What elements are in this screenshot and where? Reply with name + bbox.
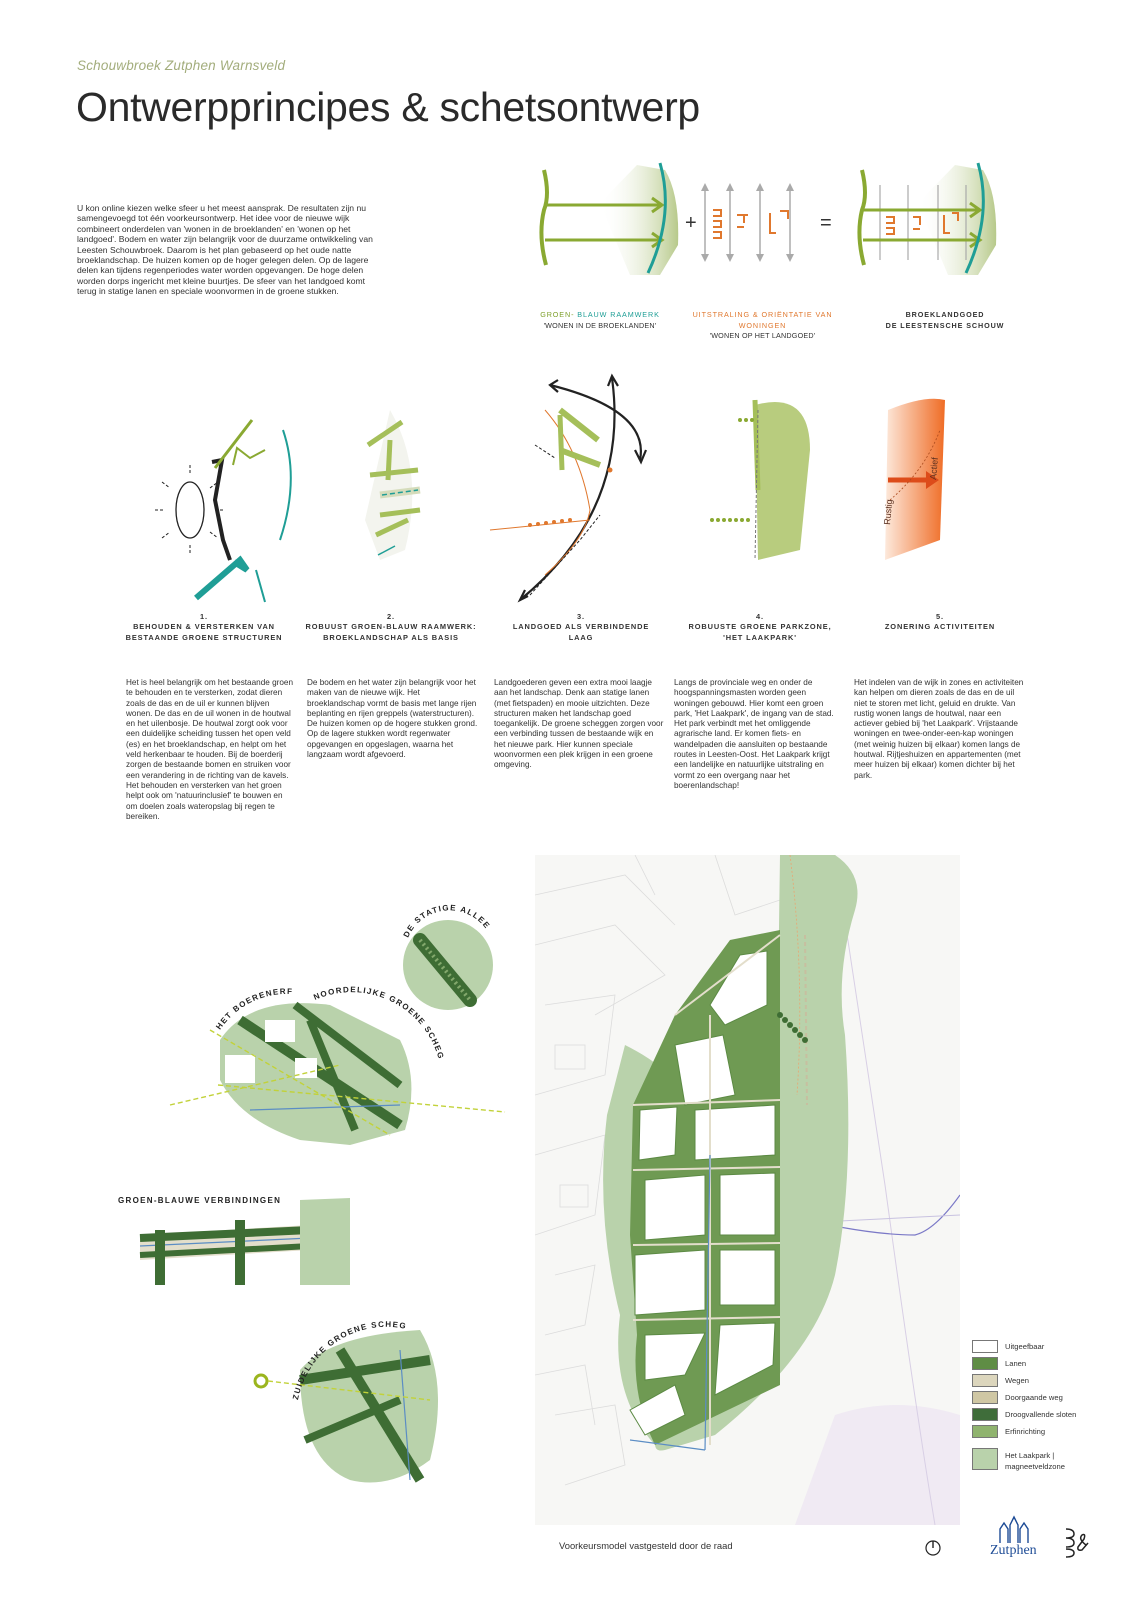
principle-1-heading: 1.BEHOUDEN & VERSTERKEN VAN BESTAANDE GR… xyxy=(125,612,283,642)
detail-zuidelijke-scheg: ZUIDELIJKE GROENE SCHEG xyxy=(253,1320,438,1483)
detail-boerenerf: HET BOERENERF NOORDELIJKE GROENE SCHEG xyxy=(169,985,506,1145)
page-title: Ontwerpprincipes & schetsontwerp xyxy=(76,84,700,130)
principle-4-text: Langs de provinciale weg en onder de hoo… xyxy=(674,678,834,790)
caption-groen-blauw: GROEN- BLAUW RAAMWERK 'WONEN IN DE BROEK… xyxy=(540,310,660,330)
label-rustig: Rustig xyxy=(882,499,894,525)
diagram-5: Rustig Actief xyxy=(882,398,945,560)
detail-statige-allee: DE STATIGE ALLEE xyxy=(402,903,493,1010)
intro-text: U kon online kiezen welke sfeer u het me… xyxy=(77,203,373,297)
zutphen-logo-icon xyxy=(999,1515,1029,1543)
principle-3-heading: 3.LANDGOED ALS VERBINDENDE LAAG xyxy=(512,612,650,642)
label-actief: Actief xyxy=(928,456,940,480)
caption-orientatie: UITSTRALING & ORIËNTATIE VAN WONINGEN 'W… xyxy=(692,310,833,340)
label-groen-blauwe-verbindingen: GROEN-BLAUWE VERBINDINGEN xyxy=(118,1196,281,1205)
principle-5-text: Het indelen van de wijk in zones en acti… xyxy=(854,678,1024,780)
detail-groen-blauwe-verbindingen: GROEN-BLAUWE VERBINDINGEN xyxy=(118,1196,350,1285)
detail-views: DE STATIGE ALLEE HET BOERENERF NOORDELIJ… xyxy=(118,903,506,1483)
caption-broeklandgoed: BROEKLANDGOED DE LEESTENSCHE SCHOUW xyxy=(885,310,1005,330)
principle-5-heading: 5.ZONERING ACTIVITEITEN xyxy=(884,612,996,632)
diagram-broeklandgoed xyxy=(857,162,997,275)
diagram-3 xyxy=(489,373,648,603)
north-arrow-icon xyxy=(925,1540,941,1556)
diagram-4 xyxy=(710,399,810,561)
diagram-groen-blauw xyxy=(539,162,679,275)
principle-3-text: Landgoederen geven een extra mooi laagje… xyxy=(494,678,664,770)
diagram-1 xyxy=(155,419,292,603)
map-caption: Voorkeursmodel vastgesteld door de raad xyxy=(559,1540,733,1551)
map-development-area xyxy=(629,930,808,1451)
formula-diagrams: + = xyxy=(539,162,997,275)
bureau-logo-icon xyxy=(1065,1528,1089,1558)
principle-4-heading: 4.ROBUUSTE GROENE PARKZONE, 'HET LAAKPAR… xyxy=(688,612,832,642)
principle-2-text: De bodem en het water zijn belangrijk vo… xyxy=(307,678,478,760)
equals-sign: = xyxy=(820,212,832,234)
sketch-plan-map xyxy=(535,855,960,1525)
plus-sign: + xyxy=(685,212,697,234)
principle-1-text: Het is heel belangrijk om het bestaande … xyxy=(126,678,294,821)
zutphen-logo-text: Zutphen xyxy=(990,1543,1037,1558)
principle-diagrams: Rustig Actief xyxy=(155,373,945,603)
diagram-orientatie xyxy=(701,183,794,262)
page-subtitle: Schouwbroek Zutphen Warnsveld xyxy=(77,58,286,73)
principle-2-heading: 2.ROBUUST GROEN-BLAUW RAAMWERK: BROEKLAN… xyxy=(305,612,477,642)
diagram-2 xyxy=(365,410,421,560)
